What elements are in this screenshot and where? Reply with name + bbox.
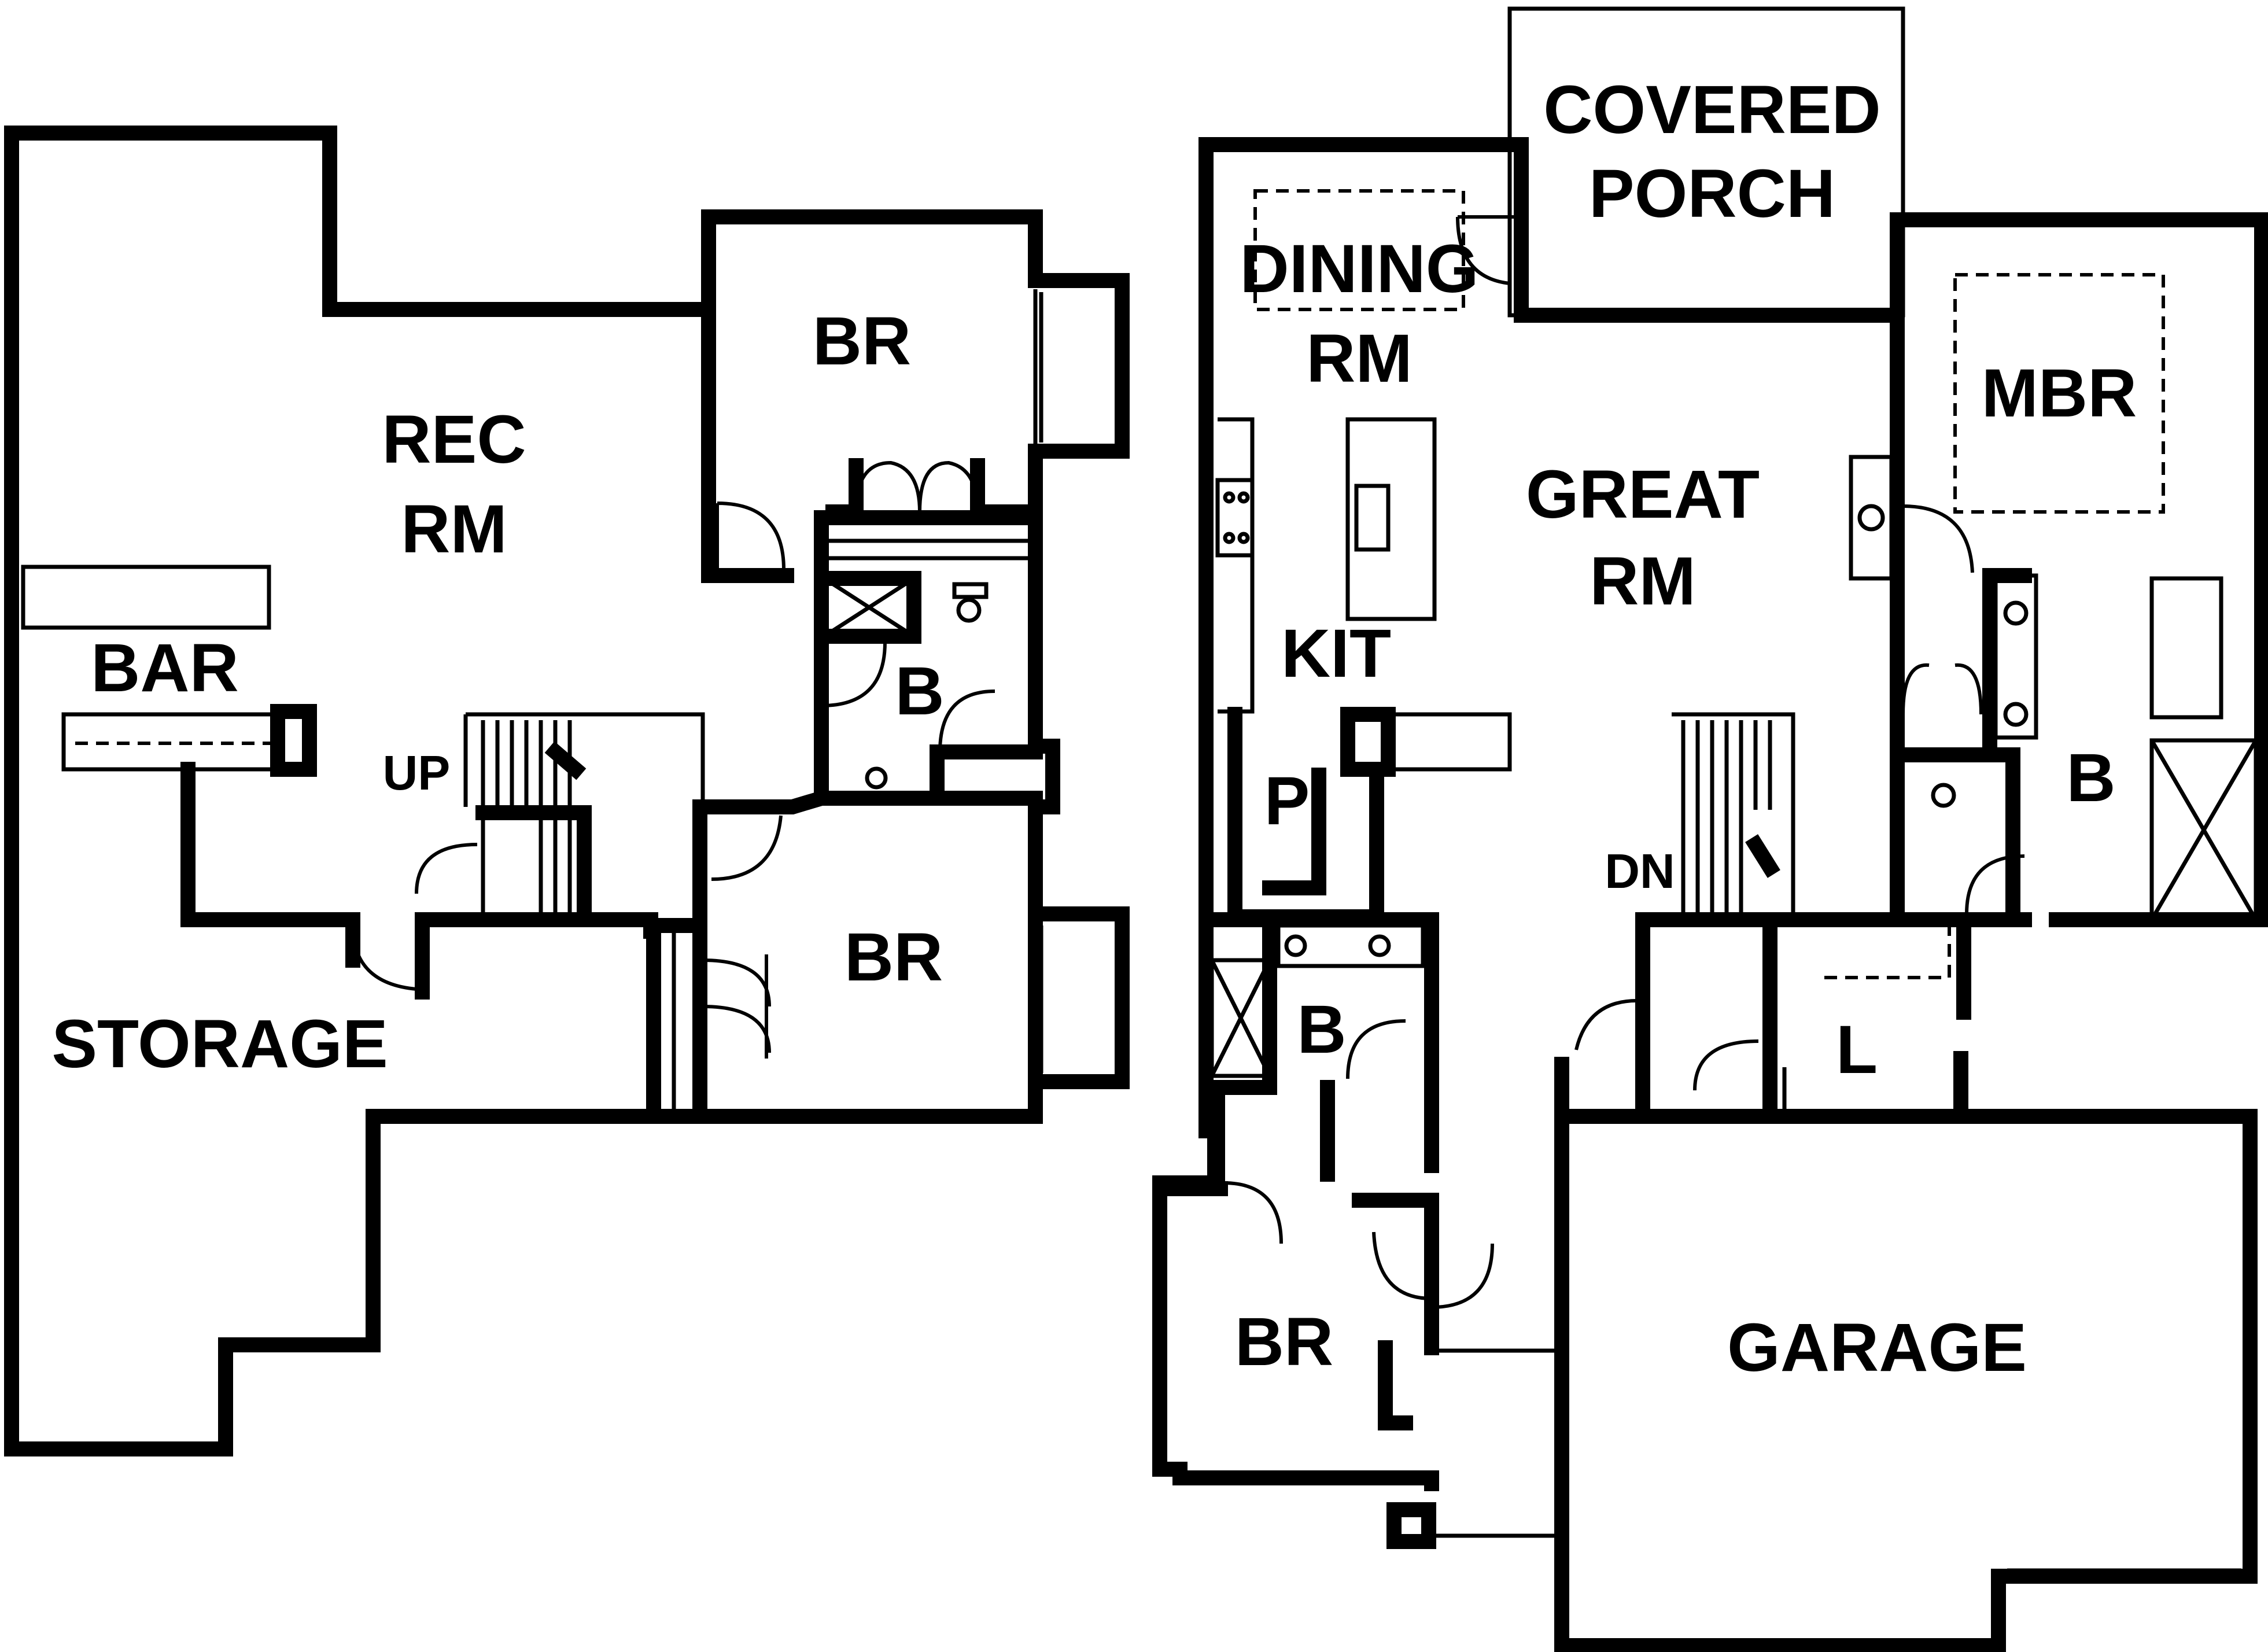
shower-x bbox=[823, 577, 915, 638]
sink-lower bbox=[865, 766, 888, 790]
fireplace-hearth bbox=[1345, 712, 1512, 772]
label-storage: STORAGE bbox=[51, 1006, 388, 1082]
label-up: UP bbox=[383, 746, 451, 800]
master-fireplace bbox=[1849, 455, 1894, 581]
door-porch bbox=[1456, 215, 1521, 285]
door-bath-inner bbox=[938, 689, 995, 753]
main-level-plan bbox=[1152, 6, 2268, 1652]
label-dining-2: RM bbox=[1306, 320, 1413, 397]
master-tub bbox=[2149, 576, 2223, 720]
master-toilet bbox=[1931, 783, 1956, 808]
label-mbr: MBR bbox=[1982, 355, 2137, 432]
label-bath-main: B bbox=[1297, 991, 1346, 1068]
burner-2 bbox=[1237, 491, 1250, 504]
laundry-counter bbox=[1822, 924, 1951, 979]
master-vanity bbox=[1993, 573, 2038, 740]
dining-table bbox=[1253, 189, 1465, 311]
fireplace-opening bbox=[1857, 504, 1885, 532]
door-br-mid bbox=[711, 815, 783, 881]
bath-main-wall bbox=[1198, 912, 1439, 1196]
label-great-rm-1: GREAT bbox=[1526, 456, 1760, 533]
label-porch: PORCH bbox=[1589, 156, 1835, 232]
entry-walk bbox=[1434, 1348, 1556, 1538]
door-bath-lower bbox=[821, 641, 887, 707]
burner-3 bbox=[1223, 532, 1236, 544]
fireplace bbox=[1340, 707, 1396, 777]
master-bath-door bbox=[1965, 854, 2025, 915]
master-sink-1 bbox=[2003, 600, 2029, 626]
bath-sink-2 bbox=[1368, 934, 1391, 957]
entry-post bbox=[1386, 1502, 1436, 1549]
label-covered: COVERED bbox=[1543, 72, 1881, 148]
bay-window-mid bbox=[1033, 923, 1043, 1076]
kitchen-counter bbox=[1218, 417, 1255, 714]
master-shower-x bbox=[2149, 739, 2258, 921]
label-dn: DN bbox=[1605, 844, 1675, 898]
label-master-bath: B bbox=[2066, 740, 2115, 816]
bath-main-door bbox=[1346, 1019, 1406, 1079]
bath-sink-1 bbox=[1284, 934, 1307, 957]
laundry-wall bbox=[1635, 912, 1971, 1124]
bath-vanity bbox=[1276, 923, 1425, 968]
label-kit: KIT bbox=[1281, 615, 1391, 692]
label-br-main: BR bbox=[1235, 1304, 1333, 1380]
toilet-tank-lower bbox=[952, 582, 989, 599]
burner-4 bbox=[1237, 532, 1250, 544]
label-dining-1: DINING bbox=[1240, 231, 1479, 307]
laundry-door bbox=[1574, 999, 1759, 1091]
island-sink bbox=[1354, 484, 1391, 552]
toilet-lower bbox=[956, 598, 982, 623]
lower-level-plan bbox=[4, 126, 1130, 1456]
br-main-door bbox=[1223, 1181, 1494, 1309]
bath-main-tub-x bbox=[1209, 959, 1272, 1077]
bar-end-post bbox=[270, 704, 317, 777]
door-br-top bbox=[716, 502, 785, 570]
master-closet-door bbox=[1901, 663, 1983, 715]
label-rec-rm-1: REC bbox=[382, 401, 526, 478]
kitchen-island bbox=[1345, 417, 1437, 621]
stair-enclosure bbox=[463, 712, 705, 920]
label-br-lower-top: BR bbox=[813, 303, 911, 379]
bay-window-top bbox=[1033, 289, 1043, 445]
closet-door-top bbox=[854, 460, 979, 512]
label-bath-lower: B bbox=[895, 653, 944, 729]
main-stair bbox=[1672, 712, 1795, 917]
label-bar: BAR bbox=[91, 630, 239, 706]
label-garage: GARAGE bbox=[1727, 1310, 2027, 1386]
closet-rail-mid bbox=[651, 925, 676, 1113]
laundry-jamb bbox=[1782, 1067, 1799, 1119]
door-storage bbox=[351, 843, 478, 991]
bath-main-tub bbox=[1209, 958, 1272, 1078]
master-shower bbox=[2149, 738, 2258, 922]
closet-shelf-top bbox=[822, 539, 1035, 560]
master-sink-2 bbox=[2003, 702, 2029, 727]
label-rec-rm-2: RM bbox=[401, 491, 507, 567]
range bbox=[1215, 478, 1255, 558]
label-great-rm-2: RM bbox=[1590, 543, 1696, 620]
label-laundry: L bbox=[1836, 1012, 1878, 1088]
mbr-wall bbox=[1890, 212, 2032, 927]
shower bbox=[822, 576, 916, 639]
mbr-door bbox=[1902, 504, 1974, 573]
lower-stair bbox=[481, 720, 587, 920]
closet-door-mid bbox=[702, 954, 771, 1059]
bar-counter bbox=[21, 565, 271, 630]
mbr-bed bbox=[1953, 273, 2165, 514]
label-br-lower-mid: BR bbox=[844, 919, 943, 995]
label-pantry: P bbox=[1264, 763, 1310, 839]
burner-1 bbox=[1223, 491, 1236, 504]
